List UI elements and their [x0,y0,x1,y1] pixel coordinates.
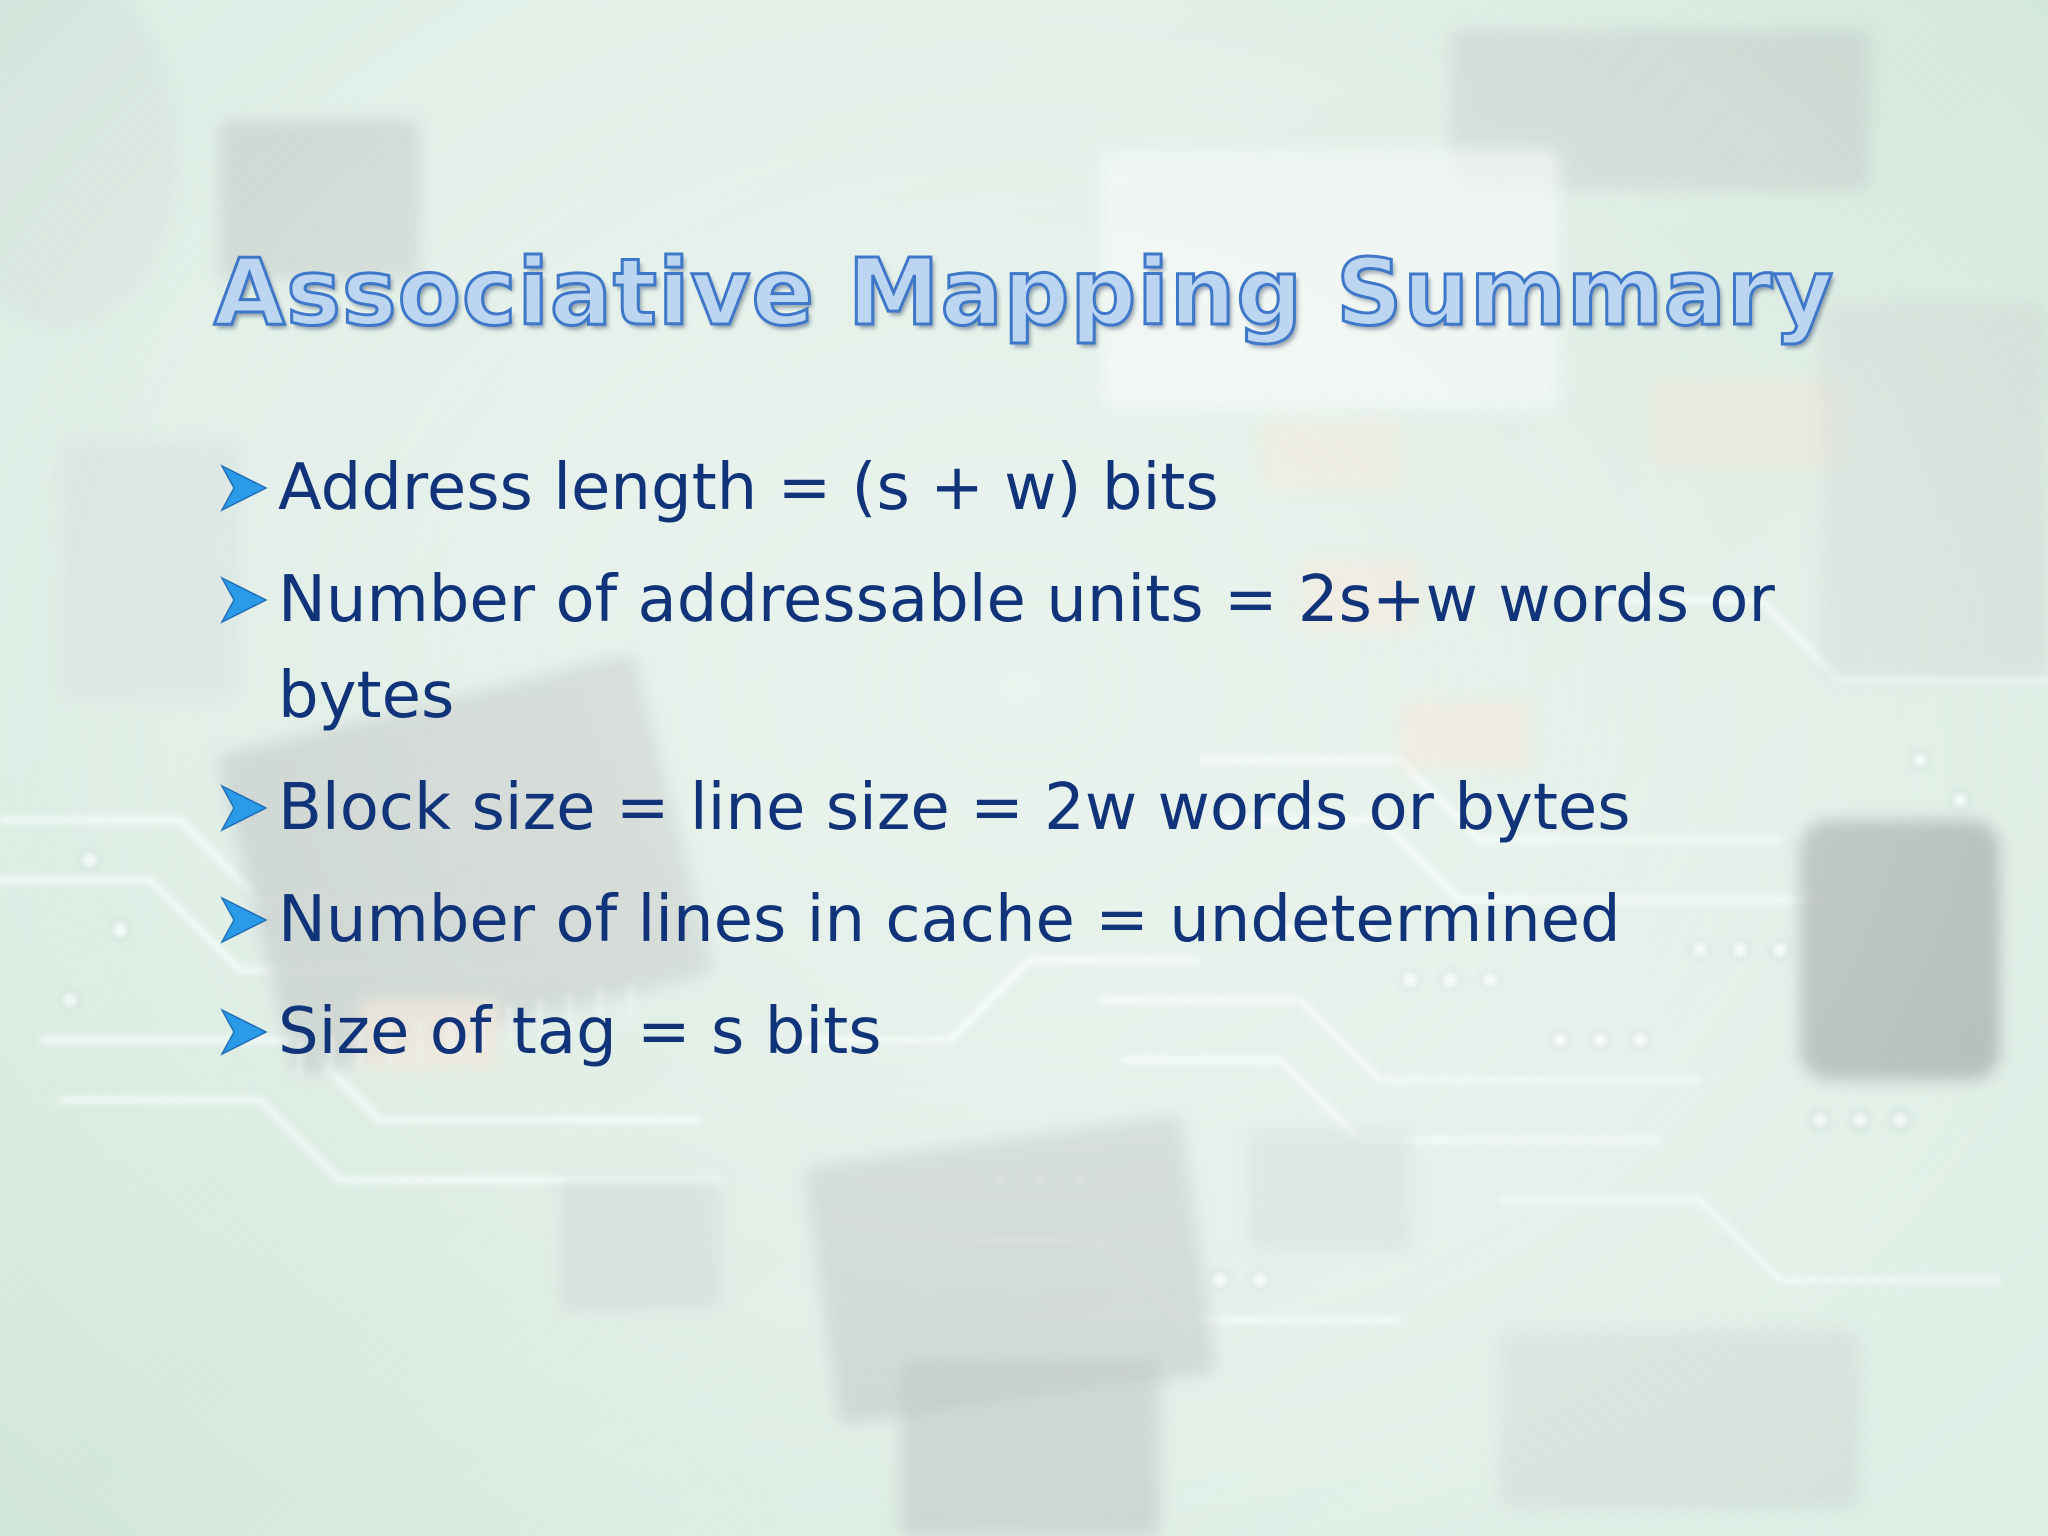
arrowhead-bullet-icon [220,1008,268,1056]
arrowhead-bullet-icon [220,784,268,832]
arrowhead-bullet-icon [220,896,268,944]
bullet-item: Address length = (s + w) bits [218,440,1858,536]
bullet-text: Block size = line size = 2w words or byt… [278,771,1631,845]
bullet-list: Address length = (s + w) bits Number of … [218,440,1858,1096]
bullet-text: Number of lines in cache = undetermined [278,883,1621,957]
bullet-item: Block size = line size = 2w words or byt… [218,760,1858,856]
bullet-item: Number of lines in cache = undetermined [218,872,1858,968]
slide-title: Associative Mapping Summary [212,238,1835,348]
bullet-text: Size of tag = s bits [278,995,882,1069]
bullet-text: Address length = (s + w) bits [278,451,1219,525]
arrowhead-bullet-icon [220,464,268,512]
arrowhead-bullet-icon [220,576,268,624]
bullet-text: Number of addressable units = 2s+w words… [278,563,1775,733]
bullet-item: Number of addressable units = 2s+w words… [218,552,1858,744]
bullet-item: Size of tag = s bits [218,984,1858,1080]
